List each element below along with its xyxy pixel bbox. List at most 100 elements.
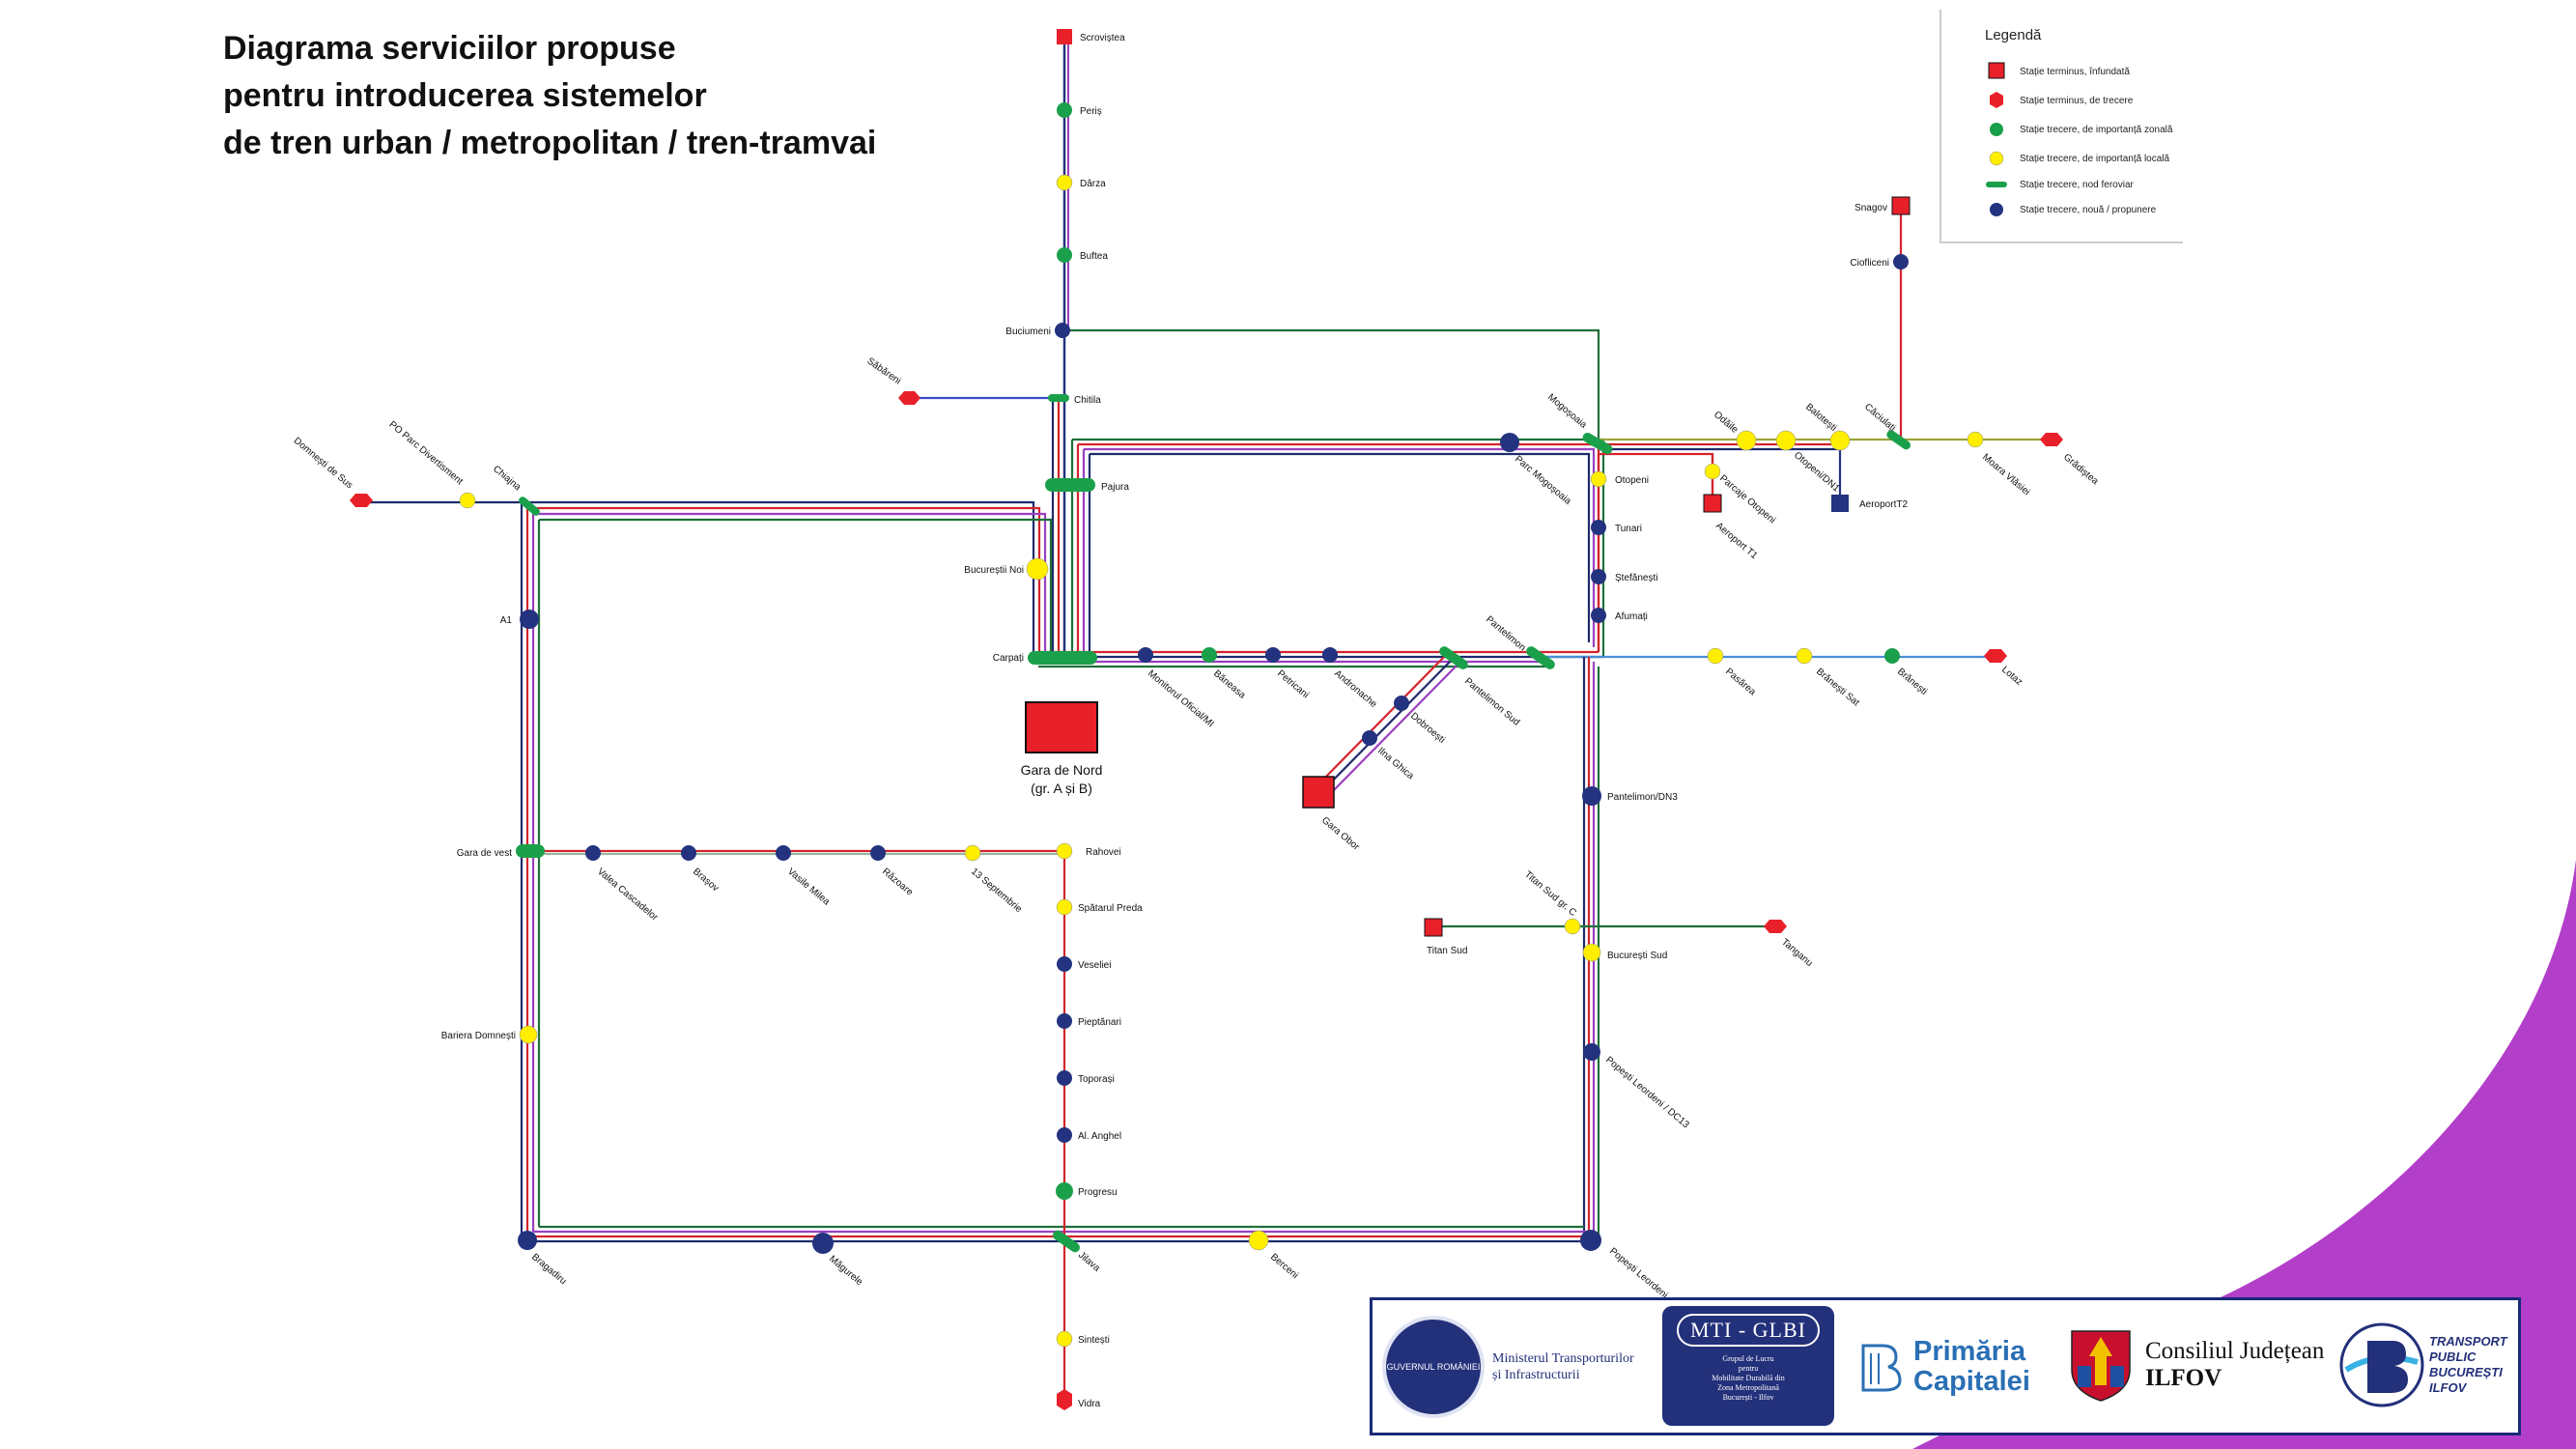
- station-gara-obor[interactable]: [1302, 776, 1335, 809]
- label-domnesti-de-sus: Domnești de Sus: [292, 436, 354, 491]
- station-gara-de-nord[interactable]: [1025, 701, 1098, 753]
- station-peris[interactable]: [1057, 102, 1072, 118]
- station-branesti-sat[interactable]: [1796, 647, 1813, 665]
- station-popesti-leordeni[interactable]: [1580, 1230, 1601, 1251]
- label-gara-de-nord: Gara de Nord: [1021, 762, 1103, 778]
- station-pantelimon[interactable]: [1437, 644, 1470, 671]
- station-sintesti[interactable]: [1056, 1330, 1073, 1348]
- station-a1[interactable]: [520, 610, 539, 629]
- station-magurele[interactable]: [812, 1233, 834, 1254]
- station-jilava[interactable]: [1051, 1229, 1082, 1255]
- station-darza[interactable]: [1056, 174, 1073, 191]
- station-domnesti-de-sus[interactable]: [350, 494, 373, 507]
- station-monitorul[interactable]: [1138, 647, 1153, 663]
- station-progresu[interactable]: [1056, 1182, 1073, 1200]
- station-aeroport-t2[interactable]: [1831, 495, 1849, 512]
- label-darza: Dârza: [1080, 179, 1106, 189]
- station-vasile-milea[interactable]: [776, 845, 791, 861]
- label-vidra: Vidra: [1078, 1399, 1101, 1409]
- station-tanganu[interactable]: [1764, 920, 1787, 933]
- station-parc-mogosoaia[interactable]: [1500, 433, 1519, 452]
- tpbi-mark-icon: [2339, 1322, 2424, 1407]
- station-vidra[interactable]: [1057, 1389, 1072, 1410]
- station-pasarea[interactable]: [1707, 647, 1724, 665]
- station-tunari[interactable]: [1591, 520, 1606, 535]
- station-13-sept[interactable]: [964, 844, 981, 862]
- station-bucurestii-noi[interactable]: [1026, 557, 1049, 581]
- station-pantelimon-dn3[interactable]: [1582, 786, 1601, 806]
- label-snagov: Snagov: [1854, 203, 1887, 213]
- station-odaile[interactable]: [1736, 430, 1757, 451]
- label-progresu: Progresu: [1078, 1187, 1118, 1198]
- station-brasov[interactable]: [681, 845, 696, 861]
- label-magurele: Măgurele: [827, 1254, 864, 1289]
- label-branesti-sat: Brănești Sat: [1814, 667, 1861, 709]
- label-parc-mogosoaia: Parc Mogoșoaia: [1513, 454, 1573, 507]
- mti-glbi-logo[interactable]: MTI - GLBI Grupul de Lucru pentru Mobili…: [1662, 1306, 1834, 1426]
- label-a1: A1: [500, 615, 513, 626]
- station-pieptanari[interactable]: [1057, 1013, 1072, 1029]
- station-titan-sud[interactable]: [1424, 918, 1443, 937]
- station-parcaje-otopeni[interactable]: [1704, 463, 1721, 480]
- station-afumati[interactable]: [1591, 608, 1606, 623]
- station-caciulati[interactable]: [1885, 429, 1912, 451]
- station-carpati[interactable]: [1028, 651, 1097, 665]
- station-gradistea[interactable]: [2040, 433, 2063, 446]
- station-gara-de-vest[interactable]: [516, 844, 545, 858]
- station-scrovistea[interactable]: [1057, 29, 1072, 44]
- station-rahovei[interactable]: [1056, 842, 1073, 860]
- station-buftea[interactable]: [1057, 247, 1072, 263]
- station-po-parc[interactable]: [459, 492, 476, 509]
- label-buftea: Buftea: [1080, 251, 1108, 262]
- station-petricani[interactable]: [1265, 647, 1281, 663]
- legend-label-green-dot: Stație trecere, de importanță zonală: [2020, 124, 2173, 135]
- station-otopeni-dn1[interactable]: [1775, 430, 1797, 451]
- label-carpati: Carpați: [993, 653, 1024, 664]
- station-popesti-dc13[interactable]: [1583, 1043, 1600, 1061]
- station-buciumeni[interactable]: [1055, 323, 1070, 338]
- label-pajura: Pajura: [1101, 482, 1129, 493]
- station-moara-vlasiei[interactable]: [1967, 431, 1984, 448]
- label-jilava: Jilava: [1076, 1250, 1102, 1274]
- mti-sub-line-3: Mobilitate Durabilă din: [1712, 1374, 1785, 1382]
- station-aeroport-t1[interactable]: [1703, 494, 1722, 513]
- station-branesti[interactable]: [1884, 648, 1900, 664]
- tpbi-logo[interactable]: TRANSPORT PUBLIC BUCUREȘTI ILFOV: [2338, 1321, 2507, 1408]
- consiliul-judetean-logo[interactable]: Consiliul Județean ILFOV: [2068, 1327, 2324, 1403]
- station-lotaz[interactable]: [1984, 649, 2007, 663]
- station-veseliei[interactable]: [1057, 956, 1072, 972]
- partner-logos-bar: GUVERNUL ROMÂNIEI Ministerul Transportur…: [1370, 1297, 2521, 1435]
- ministry-logo[interactable]: GUVERNUL ROMÂNIEI Ministerul Transportur…: [1382, 1316, 1634, 1418]
- station-balotesti[interactable]: [1829, 430, 1851, 451]
- station-bucuresti-sud[interactable]: [1582, 943, 1601, 962]
- station-sabareni[interactable]: [898, 391, 920, 405]
- station-snagov[interactable]: [1891, 196, 1911, 215]
- station-andronache[interactable]: [1322, 647, 1338, 663]
- station-bragadiru[interactable]: [518, 1231, 537, 1250]
- station-titan-sud-gr-c[interactable]: [1564, 918, 1581, 935]
- station-pajura[interactable]: [1045, 478, 1095, 492]
- station-ciofliceni[interactable]: [1893, 254, 1909, 270]
- label-gara-de-vest: Gara de vest: [457, 848, 512, 859]
- station-bariera-domnesti[interactable]: [519, 1025, 538, 1044]
- station-otopeni[interactable]: [1590, 470, 1607, 488]
- station-chitila[interactable]: [1048, 394, 1069, 402]
- station-berceni[interactable]: [1248, 1230, 1269, 1251]
- station-ilna-ghica[interactable]: [1362, 730, 1377, 746]
- station-baneasa[interactable]: [1202, 647, 1217, 663]
- station-valea-cascadelor[interactable]: [585, 845, 601, 861]
- station-pantelimon-sud[interactable]: [1524, 644, 1557, 671]
- station-stefanesti[interactable]: [1591, 569, 1606, 584]
- station-toporasi[interactable]: [1057, 1070, 1072, 1086]
- station-mogosoaia[interactable]: [1581, 431, 1614, 456]
- ministry-line-1: Ministerul Transporturilor: [1492, 1351, 1634, 1366]
- legend-label-terminus-square: Stație terminus, înfundată: [2020, 66, 2130, 77]
- station-al-anghel[interactable]: [1057, 1127, 1072, 1143]
- station-dobroesti[interactable]: [1394, 696, 1409, 711]
- legend-row-yellow-dot: Stație trecere, de importanță locală: [1985, 148, 2169, 169]
- primaria-capitalei-logo[interactable]: Primăria Capitalei: [1857, 1337, 2030, 1397]
- label-titan-sud: Titan Sud: [1427, 946, 1467, 956]
- station-razoare[interactable]: [870, 845, 886, 861]
- station-chiajna[interactable]: [517, 496, 541, 518]
- station-spatarul-preda[interactable]: [1056, 898, 1073, 916]
